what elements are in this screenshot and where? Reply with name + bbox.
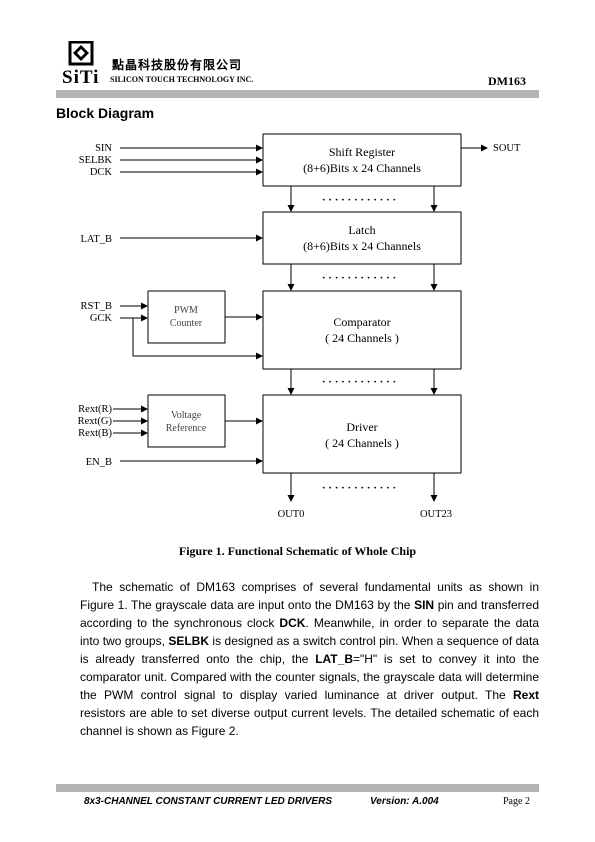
- driver-block: [262, 394, 462, 474]
- header-divider: [56, 90, 539, 98]
- pwm-counter-block: [147, 290, 226, 344]
- latch-title: Latch: [348, 223, 375, 237]
- pwm-counter-title: PWM: [174, 305, 198, 316]
- shift-register-subtitle: (8+6)Bits x 24 Channels: [303, 161, 421, 175]
- channel-dots: · · · · · · · · · · · ·: [322, 376, 396, 388]
- pwm-counter-subtitle: Counter: [170, 318, 203, 329]
- signal-lat-b: LAT_B: [81, 234, 113, 245]
- page-number: Page 2: [503, 796, 530, 807]
- channel-dots: · · · · · · · · · · · ·: [322, 194, 396, 206]
- figure-caption: Figure 1. Functional Schematic of Whole …: [178, 544, 417, 558]
- body-paragraph: The schematic of DM163 comprises of seve…: [80, 580, 539, 738]
- voltage-reference-block: [147, 394, 226, 448]
- company-name-en: SILICON TOUCH TECHNOLOGY INC.: [110, 75, 254, 84]
- comparator-title: Comparator: [333, 315, 390, 329]
- signal-selbk: SELBK: [79, 155, 113, 166]
- signal-en-b: EN_B: [86, 457, 112, 468]
- signal-rext-b: Rext(B): [78, 428, 112, 439]
- voltage-reference-subtitle: Reference: [166, 423, 207, 434]
- comparator-block: [262, 290, 462, 370]
- company-name-cn: 點晶科技股份有限公司: [112, 58, 243, 72]
- signal-gck: GCK: [90, 313, 113, 324]
- driver-subtitle: ( 24 Channels ): [325, 436, 399, 450]
- signal-rst-b: RST_B: [80, 301, 112, 312]
- footer-divider: [56, 784, 539, 792]
- comparator-subtitle: ( 24 Channels ): [325, 331, 399, 345]
- section-title: Block Diagram: [56, 105, 155, 121]
- company-logo: SiTi: [62, 41, 99, 87]
- channel-dots: · · · · · · · · · · · ·: [322, 272, 396, 284]
- shift-register-block: [262, 133, 462, 187]
- logo-text: SiTi: [62, 67, 99, 87]
- driver-title: Driver: [346, 420, 377, 434]
- signal-sin: SIN: [95, 143, 112, 154]
- latch-block: [262, 211, 462, 265]
- signal-dck: DCK: [90, 167, 113, 178]
- voltage-reference-title: Voltage: [171, 410, 202, 421]
- signal-rext-r: Rext(R): [78, 404, 112, 415]
- latch-subtitle: (8+6)Bits x 24 Channels: [303, 239, 421, 253]
- footer-version: Version: A.004: [370, 796, 439, 807]
- block-diagram: Shift Register (8+6)Bits x 24 Channels L…: [78, 133, 521, 520]
- signal-out23: OUT23: [420, 509, 452, 520]
- signal-sout: SOUT: [493, 143, 521, 154]
- signal-rext-g: Rext(G): [78, 416, 113, 427]
- channel-dots: · · · · · · · · · · · ·: [322, 482, 396, 494]
- part-number: DM163: [488, 74, 526, 88]
- signal-out0: OUT0: [278, 509, 305, 520]
- footer-title: 8x3-CHANNEL CONSTANT CURRENT LED DRIVERS: [84, 796, 332, 807]
- shift-register-title: Shift Register: [329, 145, 395, 159]
